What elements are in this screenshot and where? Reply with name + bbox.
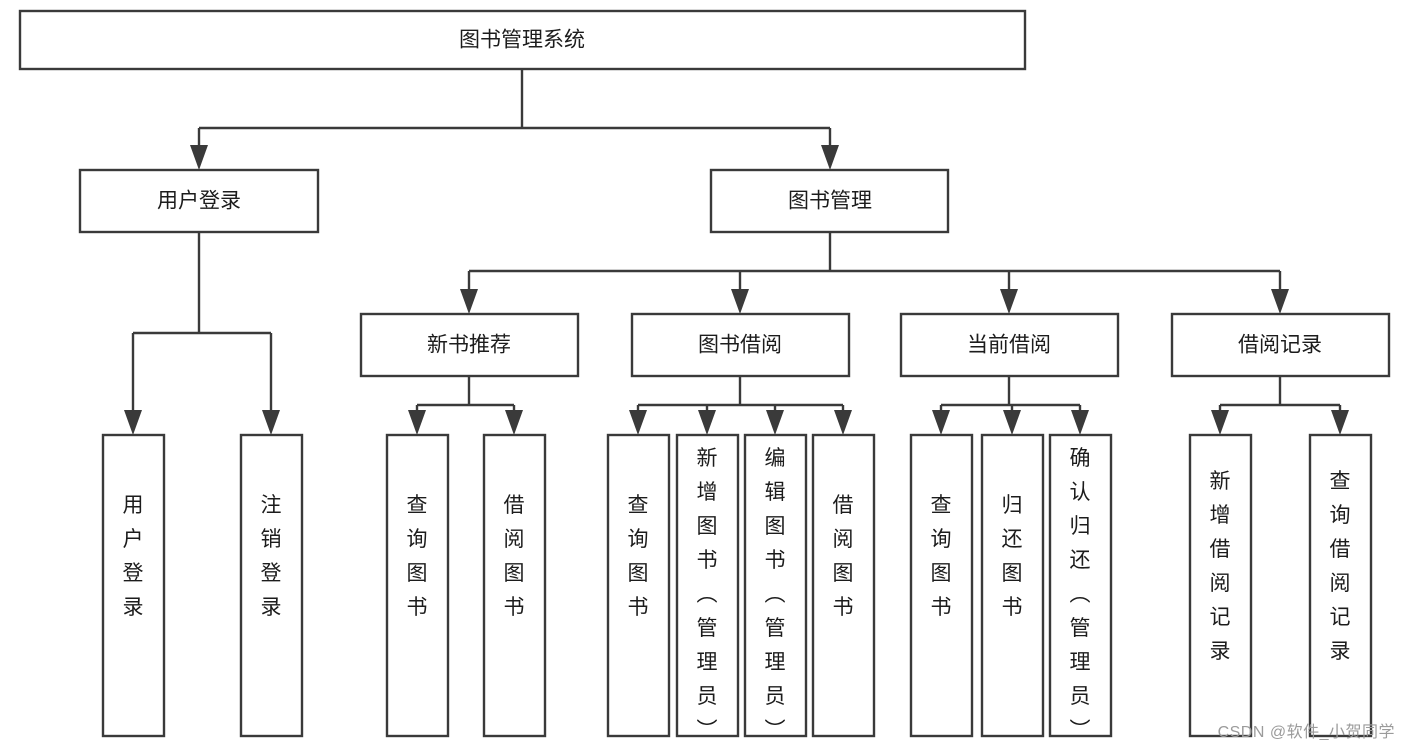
arrow-leaf-return-book xyxy=(1003,410,1021,435)
node-leaf-user-login[interactable]: 用户登录 xyxy=(101,433,166,738)
node-leaf-return-book[interactable]: 归还图书 xyxy=(980,433,1045,738)
node-leaf-query-book-2-label: 查询图书 xyxy=(628,494,649,619)
node-borrow-record-label: 借阅记录 xyxy=(1238,334,1322,357)
node-leaf-confirm-return-box[interactable] xyxy=(1048,433,1113,738)
node-root[interactable]: 图书管理系统 xyxy=(18,9,1027,71)
node-leaf-edit-book-box[interactable] xyxy=(743,433,808,738)
node-leaf-user-login-label: 用户登录 xyxy=(123,494,144,619)
node-leaf-borrow-book-2-label: 借阅图书 xyxy=(833,494,854,619)
node-leaf-query-record[interactable]: 查询借阅记录 xyxy=(1308,433,1373,738)
node-book-manage[interactable]: 图书管理 xyxy=(709,168,950,234)
csdn-watermark: CSDN @软件_小贺同学 xyxy=(1217,724,1395,741)
node-leaf-add-record[interactable]: 新增借阅记录 xyxy=(1188,433,1253,738)
node-root-label: 图书管理系统 xyxy=(459,29,585,52)
node-leaf-query-book-1-box[interactable] xyxy=(385,433,450,738)
node-leaf-borrow-book-1[interactable]: 借阅图书 xyxy=(482,433,547,738)
arrow-leaf-edit-book xyxy=(766,410,784,435)
node-leaf-logout-label: 注销登录 xyxy=(261,494,282,619)
node-leaf-return-book-box[interactable] xyxy=(980,433,1045,738)
node-leaf-edit-book-label: 编辑图书︵管理员︶ xyxy=(765,447,786,742)
node-leaf-query-book-1[interactable]: 查询图书 xyxy=(385,433,450,738)
node-user-login-label: 用户登录 xyxy=(157,190,241,213)
node-current-borrow-label: 当前借阅 xyxy=(967,334,1051,357)
node-book-manage-box[interactable] xyxy=(709,168,950,234)
arrow-leaf-add-book xyxy=(698,410,716,435)
node-leaf-add-record-label: 新增借阅记录 xyxy=(1210,470,1231,663)
node-leaf-query-book-3-box[interactable] xyxy=(909,433,974,738)
node-book-borrow-label: 图书借阅 xyxy=(698,334,782,357)
node-leaf-confirm-return[interactable]: 确认归还︵管理员︶ xyxy=(1048,433,1113,742)
node-leaf-query-book-1-label: 查询图书 xyxy=(407,494,428,619)
node-leaf-add-book-box[interactable] xyxy=(675,433,740,738)
arrow-leaf-query-book-3 xyxy=(932,410,950,435)
node-new-book-recommend-label: 新书推荐 xyxy=(427,334,511,357)
node-new-book-recommend[interactable]: 新书推荐 xyxy=(359,312,580,378)
node-leaf-add-book-label: 新增图书︵管理员︶ xyxy=(697,447,718,742)
node-current-borrow[interactable]: 当前借阅 xyxy=(899,312,1120,378)
node-user-login[interactable]: 用户登录 xyxy=(78,168,320,234)
arrow-leaf-query-book-1 xyxy=(408,410,426,435)
node-root-box[interactable] xyxy=(18,9,1027,71)
arrow-to-current-borrow xyxy=(1000,289,1018,314)
node-leaf-add-record-box[interactable] xyxy=(1188,433,1253,738)
node-new-book-recommend-box[interactable] xyxy=(359,312,580,378)
arrow-leaf-borrow-book-1 xyxy=(505,410,523,435)
arrow-leaf-logout xyxy=(262,410,280,435)
arrow-leaf-query-book-2 xyxy=(629,410,647,435)
arrow-to-user-login xyxy=(190,145,208,170)
arrow-leaf-add-record xyxy=(1211,410,1229,435)
node-leaf-logout-box[interactable] xyxy=(239,433,304,738)
node-book-borrow-box[interactable] xyxy=(630,312,851,378)
node-leaf-edit-book[interactable]: 编辑图书︵管理员︶ xyxy=(743,433,808,742)
node-leaf-logout[interactable]: 注销登录 xyxy=(239,433,304,738)
node-leaf-return-book-label: 归还图书 xyxy=(1002,494,1023,619)
arrow-to-new-book-recommend xyxy=(460,289,478,314)
node-leaf-query-book-2-box[interactable] xyxy=(606,433,671,738)
node-leaf-query-book-3[interactable]: 查询图书 xyxy=(909,433,974,738)
node-leaf-query-record-label: 查询借阅记录 xyxy=(1330,470,1351,663)
node-leaf-confirm-return-label: 确认归还︵管理员︶ xyxy=(1070,447,1091,742)
connector-group xyxy=(124,69,1349,435)
node-leaf-borrow-book-1-label: 借阅图书 xyxy=(504,494,525,619)
arrow-to-book-borrow xyxy=(731,289,749,314)
node-leaf-borrow-book-2-box[interactable] xyxy=(811,433,876,738)
node-borrow-record[interactable]: 借阅记录 xyxy=(1170,312,1391,378)
node-leaf-borrow-book-2[interactable]: 借阅图书 xyxy=(811,433,876,738)
node-leaf-query-book-3-label: 查询图书 xyxy=(931,494,952,619)
arrow-leaf-query-record xyxy=(1331,410,1349,435)
arrow-leaf-confirm-return xyxy=(1071,410,1089,435)
arrow-to-book-manage xyxy=(821,145,839,170)
arrow-to-borrow-record xyxy=(1271,289,1289,314)
leaf-nodes-group: 用户登录 注销登录 查询图书 借阅图书 查询图书 新增图书︵管理员︶ xyxy=(101,433,1373,742)
node-borrow-record-box[interactable] xyxy=(1170,312,1391,378)
arrow-leaf-user-login xyxy=(124,410,142,435)
node-leaf-borrow-book-1-box[interactable] xyxy=(482,433,547,738)
arrow-leaf-borrow-book-2 xyxy=(834,410,852,435)
node-book-manage-label: 图书管理 xyxy=(788,190,872,213)
node-leaf-query-record-box[interactable] xyxy=(1308,433,1373,738)
node-leaf-query-book-2[interactable]: 查询图书 xyxy=(606,433,671,738)
node-leaf-add-book[interactable]: 新增图书︵管理员︶ xyxy=(675,433,740,742)
node-user-login-box[interactable] xyxy=(78,168,320,234)
node-book-borrow[interactable]: 图书借阅 xyxy=(630,312,851,378)
node-current-borrow-box[interactable] xyxy=(899,312,1120,378)
node-leaf-user-login-box[interactable] xyxy=(101,433,166,738)
